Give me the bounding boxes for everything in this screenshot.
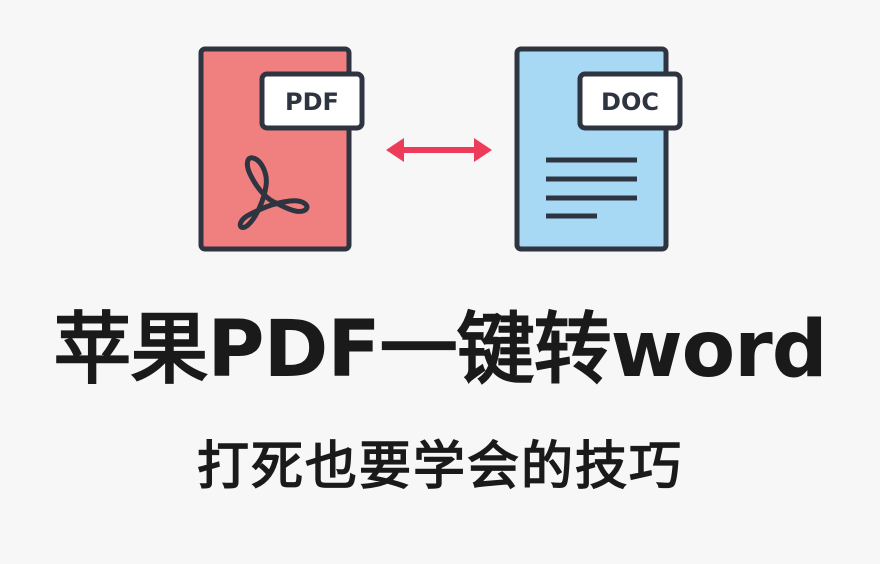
subtitle: 打死也要学会的技巧 — [196, 437, 683, 497]
pdf-tag: PDF — [259, 71, 365, 131]
acrobat-logo-icon — [237, 155, 310, 230]
doc-tag-label: DOC — [601, 88, 659, 116]
bidirectional-arrow-icon — [386, 138, 492, 162]
pdf-tag-label: PDF — [285, 88, 339, 116]
pdf-document-icon: PDF — [198, 46, 365, 252]
text-lines-icon — [546, 157, 637, 219]
word-document-icon: DOC — [514, 46, 683, 252]
conversion-illustration: PDF DOC — [198, 46, 683, 252]
doc-tag: DOC — [577, 71, 683, 131]
headline-title: 苹果PDF一键转word — [53, 305, 827, 395]
